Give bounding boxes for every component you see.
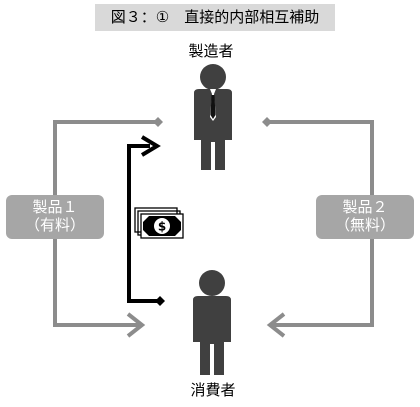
- diagram-title: 図３：① 直接的内部相互補助: [95, 4, 335, 31]
- product2-name: 製品２: [342, 198, 388, 216]
- consumer-person-icon: [193, 270, 231, 375]
- product1-name: 製品１: [32, 198, 78, 216]
- svg-text:$: $: [158, 220, 166, 234]
- money-flow-arrow: [127, 135, 165, 306]
- money-icon: $: [133, 206, 184, 239]
- product1-price: （有料）: [24, 216, 85, 234]
- dollar-icon: [154, 218, 170, 234]
- product2-price: （無料）: [334, 216, 395, 234]
- product1-box: 製品１ （有料）: [6, 195, 104, 239]
- consumer-label: 消費者: [190, 381, 236, 399]
- product2-box: 製品２ （無料）: [316, 195, 414, 239]
- manufacturer-person-icon: [194, 64, 232, 170]
- manufacturer-label: 製造者: [188, 42, 234, 60]
